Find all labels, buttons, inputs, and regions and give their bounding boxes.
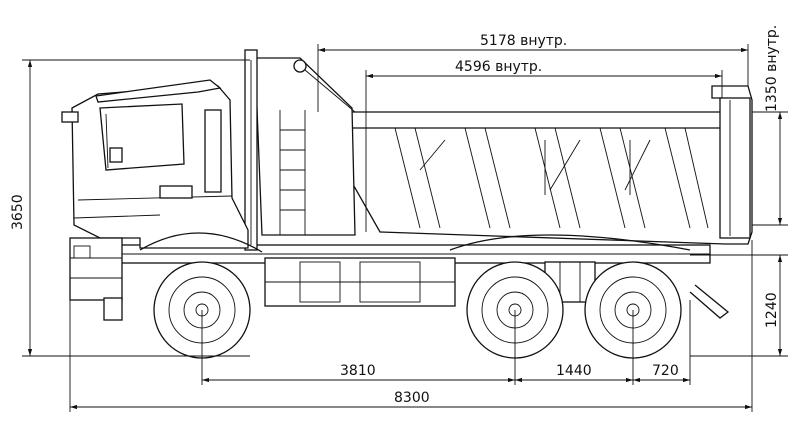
dim-bogie-spacing: 1440	[556, 363, 592, 379]
cab	[61, 79, 691, 321]
dim-overall-length: 8300	[394, 390, 430, 406]
dimension-lines: 5178 внутр. 4596 внутр. 3650 1350 внутр.…	[10, 25, 788, 412]
truck-icon	[61, 49, 753, 359]
dim-overall-height: 3650	[10, 194, 26, 230]
body-ribs	[394, 127, 709, 229]
dim-body-inner-second: 4596 внутр.	[455, 59, 542, 75]
dim-wheelbase: 3810	[340, 363, 376, 379]
dump-body	[310, 85, 753, 245]
front-guard	[244, 49, 356, 251]
dim-body-height: 1350 внутр.	[764, 25, 780, 112]
dim-frame-height: 1240	[764, 292, 780, 328]
dim-body-inner-top: 5178 внутр.	[480, 33, 567, 49]
dim-rear-overhang: 720	[652, 363, 679, 379]
